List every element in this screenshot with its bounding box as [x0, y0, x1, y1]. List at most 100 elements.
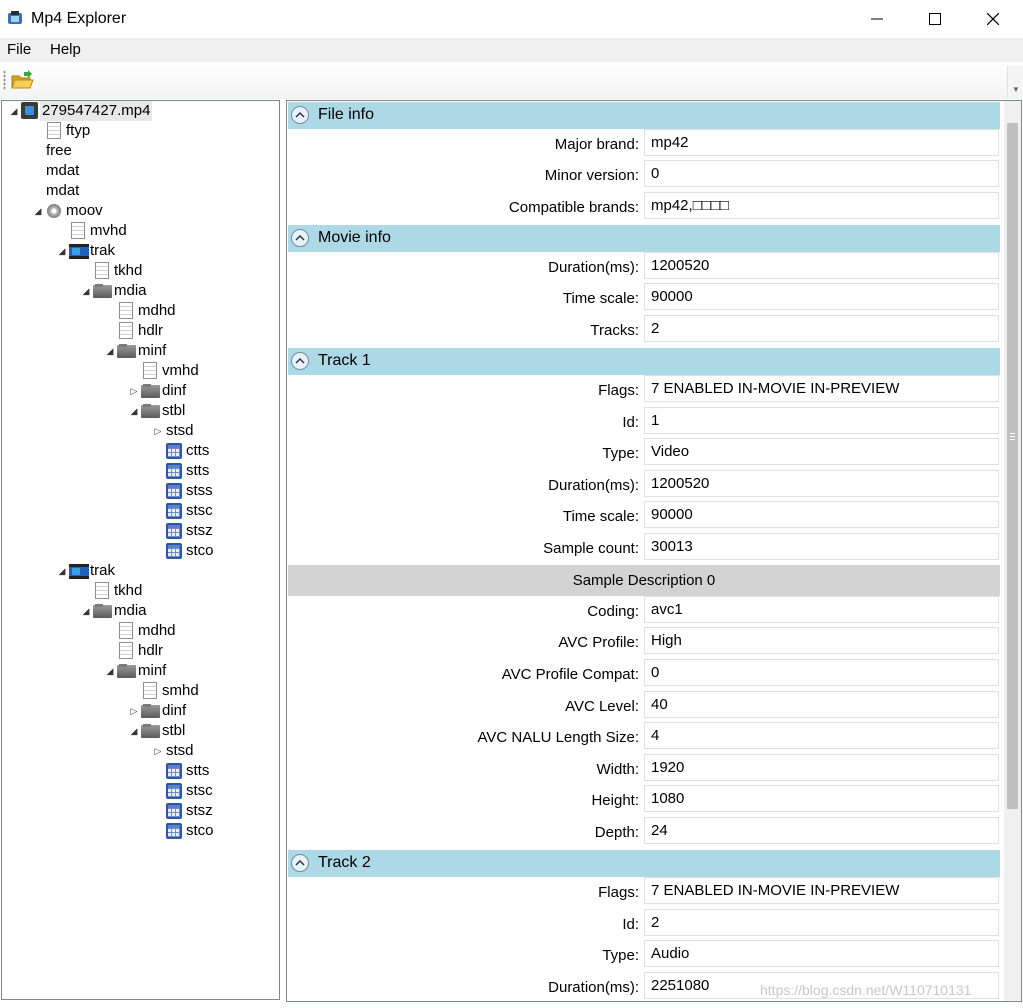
collapsed-arrow-icon[interactable]: ▷	[154, 746, 162, 756]
expanded-arrow-icon[interactable]: ◢	[58, 566, 66, 576]
expanded-arrow-icon[interactable]: ◢	[34, 206, 42, 216]
tree-node-tkhd[interactable]: tkhd	[80, 581, 144, 601]
track2-flags-value[interactable]: 7 ENABLED IN-MOVIE IN-PREVIEW	[644, 877, 999, 904]
scrollbar-thumb[interactable]	[1007, 123, 1018, 809]
tree-node-free[interactable]: free	[32, 141, 74, 161]
avc-profile-compat-value[interactable]: 0	[644, 659, 999, 686]
open-file-button[interactable]	[10, 70, 36, 92]
track1-type-value[interactable]: Video	[644, 438, 999, 465]
expanded-arrow-icon[interactable]: ◢	[10, 106, 18, 116]
section-movie-info[interactable]: Movie info	[288, 225, 1000, 252]
close-button[interactable]	[965, 0, 1023, 38]
toolbar-grip[interactable]	[3, 70, 6, 90]
tree-node-dinf[interactable]: ▷dinf	[128, 701, 188, 721]
tree-node-stsz[interactable]: stsz	[152, 521, 215, 541]
tree-node-label: stsd	[166, 422, 194, 439]
menu-file[interactable]: File	[7, 41, 32, 58]
tree-node-label: mdat	[46, 182, 80, 199]
tree-node-label: hdlr	[138, 642, 164, 659]
tree-node-stts[interactable]: stts	[152, 761, 211, 781]
tree-node-stsd[interactable]: ▷ stsd	[152, 421, 196, 441]
expanded-arrow-icon[interactable]: ◢	[130, 406, 138, 416]
tree-node-smhd[interactable]: smhd	[128, 681, 201, 701]
tree-node-hdlr[interactable]: hdlr	[104, 321, 165, 341]
avc-profile-value[interactable]: High	[644, 627, 999, 654]
field-label: Height:	[591, 792, 639, 809]
tree-node-stsc[interactable]: stsc	[152, 501, 215, 521]
track1-id-value[interactable]: 1	[644, 407, 999, 434]
tree-node-stts[interactable]: stts	[152, 461, 211, 481]
tree-node-stbl[interactable]: ◢stbl	[128, 401, 187, 421]
collapsed-arrow-icon[interactable]: ▷	[130, 706, 138, 716]
tree-node-stss[interactable]: stss	[152, 481, 215, 501]
height-value[interactable]: 1080	[644, 785, 999, 812]
tree-node-mdat[interactable]: mdat	[32, 161, 81, 181]
tree-node-stsc[interactable]: stsc	[152, 781, 215, 801]
track2-id-value[interactable]: 2	[644, 909, 999, 936]
tree-node-moov[interactable]: ◢moov	[32, 201, 105, 221]
track1-time-scale-value[interactable]: 90000	[644, 501, 999, 528]
expanded-arrow-icon[interactable]: ◢	[106, 346, 114, 356]
maximize-button[interactable]	[907, 0, 965, 38]
tree-node-hdlr[interactable]: hdlr	[104, 641, 165, 661]
tree-node-mdia[interactable]: ◢mdia	[80, 281, 149, 301]
tree-node-stsd[interactable]: ▷stsd	[152, 741, 196, 761]
track1-flags-value[interactable]: 7 ENABLED IN-MOVIE IN-PREVIEW	[644, 375, 999, 402]
track1-duration-value[interactable]: 1200520	[644, 470, 999, 497]
tree-node-minf[interactable]: ◢minf	[104, 341, 168, 361]
major-brand-value[interactable]: mp42	[644, 129, 999, 156]
collapse-chevron-icon[interactable]	[291, 854, 309, 872]
expanded-arrow-icon[interactable]: ◢	[106, 666, 114, 676]
minimize-button[interactable]	[849, 0, 907, 38]
tree-node-mdhd[interactable]: mdhd	[104, 301, 178, 321]
collapse-chevron-icon[interactable]	[291, 106, 309, 124]
track2-duration-value[interactable]: 2251080	[644, 972, 999, 999]
tree-node-mdia[interactable]: ◢mdia	[80, 601, 149, 621]
tree-node-stsz[interactable]: stsz	[152, 801, 215, 821]
expanded-arrow-icon[interactable]: ◢	[130, 726, 138, 736]
tree-node-stbl[interactable]: ◢stbl	[128, 721, 187, 741]
tree-node-minf[interactable]: ◢minf	[104, 661, 168, 681]
tree-node-279547427.mp4[interactable]: ◢279547427.mp4	[8, 101, 153, 121]
tree-node-dinf[interactable]: ▷dinf	[128, 381, 188, 401]
tree-node-mdhd[interactable]: mdhd	[104, 621, 178, 641]
menu-help[interactable]: Help	[50, 41, 81, 58]
depth-value[interactable]: 24	[644, 817, 999, 844]
minimize-icon	[871, 18, 883, 20]
width-value[interactable]: 1920	[644, 754, 999, 781]
detail-scrollbar[interactable]	[1004, 101, 1021, 1001]
compatible-brands-value[interactable]: mp42,□□□□	[644, 192, 999, 219]
movie-duration-value[interactable]: 1200520	[644, 252, 999, 279]
coding-value[interactable]: avc1	[644, 596, 999, 623]
tree-node-trak[interactable]: ◢trak	[56, 561, 117, 581]
movie-time-scale-value[interactable]: 90000	[644, 283, 999, 310]
section-track-1[interactable]: Track 1	[288, 348, 1000, 375]
tree-node-stco[interactable]: stco	[152, 541, 216, 561]
avc-nalu-length-value[interactable]: 4	[644, 722, 999, 749]
avc-level-value[interactable]: 40	[644, 691, 999, 718]
tree-node-ftyp[interactable]: ftyp	[32, 121, 92, 141]
toolbar-overflow-button[interactable]: ▼	[1007, 66, 1023, 97]
expanded-arrow-icon[interactable]: ◢	[58, 246, 66, 256]
section-file-info[interactable]: File info	[288, 102, 1000, 129]
tree-node-mvhd[interactable]: mvhd	[56, 221, 129, 241]
collapse-chevron-icon[interactable]	[291, 229, 309, 247]
collapsed-arrow-icon[interactable]: ▷	[130, 386, 138, 396]
tree-node-vmhd[interactable]: vmhd	[128, 361, 201, 381]
track1-sample-count-value[interactable]: 30013	[644, 533, 999, 560]
tree-node-tkhd[interactable]: tkhd	[80, 261, 144, 281]
tree-node-ctts[interactable]: ctts	[152, 441, 211, 461]
expanded-arrow-icon[interactable]: ◢	[82, 286, 90, 296]
minor-version-value[interactable]: 0	[644, 160, 999, 187]
tree-node-trak[interactable]: ◢trak	[56, 241, 117, 261]
track2-type-value[interactable]: Audio	[644, 940, 999, 967]
expanded-arrow-icon[interactable]: ◢	[82, 606, 90, 616]
collapse-chevron-icon[interactable]	[291, 352, 309, 370]
tracks-value[interactable]: 2	[644, 315, 999, 342]
collapsed-arrow-icon[interactable]: ▷	[154, 426, 162, 436]
section-track-2[interactable]: Track 2	[288, 850, 1000, 877]
tree-node-mdat[interactable]: mdat	[32, 181, 81, 201]
tree-node-stco[interactable]: stco	[152, 821, 216, 841]
field-label: Flags:	[598, 884, 639, 901]
